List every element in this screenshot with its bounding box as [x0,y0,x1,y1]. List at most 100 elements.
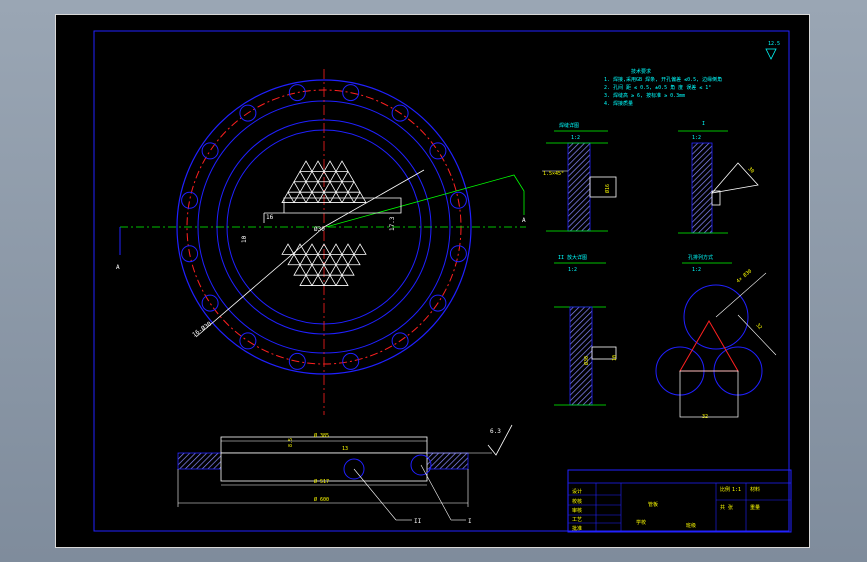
section-callout-I: I [468,518,472,525]
bolt-hole [181,191,199,209]
tb-row-review: 审核 [572,507,582,514]
dim-right: 17.3 [389,216,396,231]
weld-left-scale: 1:2 [571,135,580,141]
bolt-hole [449,245,467,263]
dim-center: Ø30 [314,226,325,233]
hex-dim-c: 32 [702,414,708,420]
detail-I: I 1:2 30 [678,121,759,234]
tube-triangle [353,243,367,255]
section-dim-step: 13 [342,446,348,452]
tube-triangle [353,191,367,203]
tech-note-line-2: 2. 孔间 距 ≤ 0.5, ±0.5 角 度 误差 ≤ 1° [604,84,711,91]
tube-triangle [305,170,319,183]
section-dim-middle: Ø 517 [314,478,329,485]
bolt-hole [391,104,409,122]
tube-triangle [317,170,331,183]
tube-triangle [281,191,295,203]
section-inner-outline [220,452,428,482]
tube-triangle [311,253,325,266]
bolt-hole [201,294,219,312]
tube-triangle [335,180,349,193]
tube-triangle [311,180,325,193]
tube-pattern-top [281,160,367,203]
section-callout-II: II [414,518,422,525]
tube-triangle [317,263,331,276]
section-line-right [325,174,525,228]
bolt-hole [239,332,257,350]
tb-material: 材料 [750,486,760,493]
tube-triangle [293,191,307,203]
section-view: Ø 385 13 8.5 Ø 517 Ø 600 6.3 II I [177,424,513,525]
flange-outer-circle [176,79,472,375]
tb-row-approve: 批准 [572,525,582,532]
main-view: A A 16-Ø30 16 10 Ø30 17.3 [116,69,526,415]
tube-triangle [305,263,319,276]
bolt-hole [288,352,306,370]
tube-triangle [293,263,307,276]
bolt-hole [239,104,257,122]
leader-upper-right [323,169,425,228]
section-roughness-value: 6.3 [490,428,501,435]
tb-sheet: 共 张 [720,504,733,511]
tube-triangle [299,274,313,286]
hole-arrangement-detail: 孔排列方式 1:2 4× Ø30 32 32 [655,254,777,420]
section-step-outline [220,436,428,454]
detail-I-scale: 1:2 [692,135,701,141]
section-dim-thickness: 8.5 [288,438,294,447]
tube-triangle [311,274,325,286]
detail-II-scale: 1:2 [568,267,577,273]
bolt-hole [342,84,360,102]
tube-triangle [341,263,355,276]
bolt-hole [429,294,447,312]
baffle-cutout-outline [263,197,402,223]
tube-triangle [323,253,337,266]
tb-scale-value: 1:1 [732,487,741,493]
detail-I-title: I [702,121,705,127]
hex-title: 孔排列方式 [688,254,713,261]
tube-triangle [323,274,337,286]
section-roughness-icon [487,424,513,456]
tech-notes: 技术要求 1. 焊接,采用GB 焊条, 开孔偏差 ≤0.5, 边缘倒角 2. 孔… [604,68,722,107]
roughness-corner-value: 12.5 [768,41,780,47]
section-dim-outer: Ø 600 [314,496,329,503]
tb-school: 学校 [636,519,646,526]
tube-triangle [317,243,331,255]
section-mark-left: A [116,264,120,271]
dim-left: 10 [241,235,248,243]
detail-II: II 放大详图 1:2 Ø30 10 [554,254,618,406]
tube-triangle [347,180,361,193]
tube-triangle [329,263,343,276]
detail-I-dim: 30 [747,166,756,175]
drawing-sheet: 12.5 A A 16-Ø30 16 10 Ø30 17.3 技术要求 1. 焊… [55,14,810,548]
dim-small-top: 16 [266,214,274,221]
weld-left-dim-a: 1.5×45° [543,171,564,177]
tb-part-name: 管板 [648,501,658,508]
tube-triangle [287,253,301,266]
bolt-hole [429,142,447,160]
tube-triangle [341,191,355,203]
detail-II-title: II 放大详图 [558,254,587,261]
bolt-hole [449,191,467,209]
tube-triangle [305,243,319,255]
detail-II-dim-b: 10 [612,355,618,361]
tube-triangle [305,191,319,203]
tube-triangle [293,170,307,183]
hole-callout-label: 16-Ø30 [191,320,213,338]
tube-triangle [293,243,307,255]
tube-triangle [299,180,313,193]
title-block: 设计 校核 审核 工艺 批准 管板 比例 1:1 材料 重量 共 张 学校 班级 [567,469,792,533]
tb-scale-label: 比例 [720,486,730,493]
tube-triangle [335,274,349,286]
cad-drawing: 12.5 A A 16-Ø30 16 10 Ø30 17.3 技术要求 1. 焊… [93,30,792,533]
tube-triangle [335,160,349,172]
section-mark-right: A [522,217,526,224]
bolt-hole [342,352,360,370]
tube-triangle [341,243,355,255]
tb-row-process: 工艺 [572,517,582,523]
tube-triangle [323,180,337,193]
roughness-symbol-icon [765,48,777,60]
leader-hole-callout [195,226,325,338]
tb-row-check: 校核 [572,498,582,505]
section-dim-inner: Ø 385 [314,432,329,439]
weld-left-title: 焊缝详图 [559,122,579,129]
